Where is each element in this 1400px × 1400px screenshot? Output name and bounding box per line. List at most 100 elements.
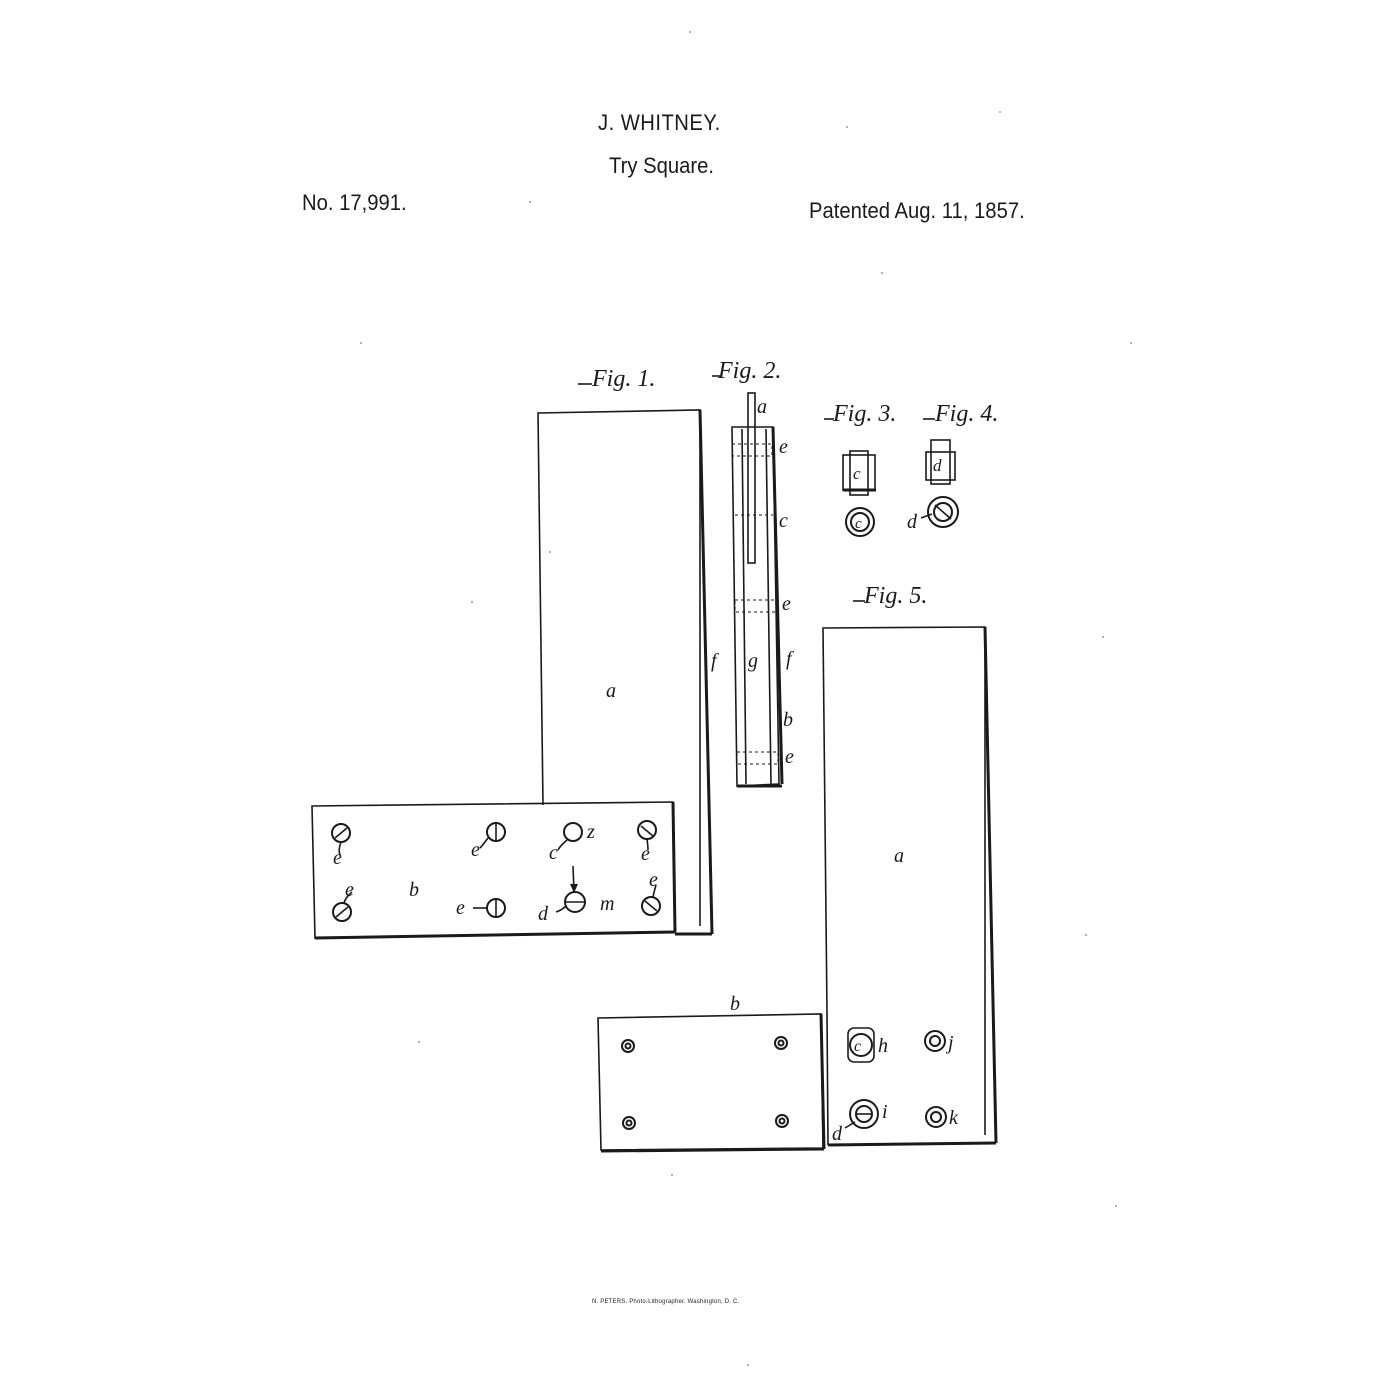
fig1-label-b: b [409,879,419,901]
fig4-screw-side [925,451,956,481]
fig5-label-b: b [730,993,740,1015]
fig1-screw-top-2 [486,822,506,842]
fig3-nut-top-inner [850,512,870,532]
fig5-rivet-2 [774,1036,788,1050]
fig1-leader-e2 [479,837,489,849]
invention-title: Try Square. [609,153,714,178]
fig1-leader-e4 [646,838,649,851]
fig1-leader-e1 [338,841,342,856]
figure-4: Fig. 4. d d [907,401,998,533]
fig2-label-f-right: f [786,648,794,670]
fig5-label-k: k [949,1107,959,1129]
fig5-label-a: a [894,845,904,867]
fig5-screw-i [849,1099,879,1129]
fig1-label-e1: e [333,847,342,869]
fig5-blade-shadow [983,626,998,1144]
fig5-stock-right-edge [819,1013,826,1150]
fig5-leader-d [844,1121,856,1129]
printer-credit: N. PETERS. Photo-Lithographer. Washingto… [592,1299,740,1305]
figure-1: Fig. 1. a b [311,366,714,940]
fig2-label: Fig. 2. [717,358,781,384]
fig1-label-e2: e [471,839,480,861]
fig1-screw-bottom-1 [332,902,352,922]
fig5-stock [597,1013,824,1151]
fig1-leader-d [555,905,567,913]
fig2-case-shadow [771,426,784,785]
fig3-label-c-side: c [853,464,861,483]
fig1-leader-e5 [343,891,353,904]
figure-5: Fig. 5. a b c h j [597,583,998,1153]
fig2-inner-line-2 [765,428,772,785]
fig4-label: Fig. 4. [934,401,998,427]
fig5-label-d: d [832,1123,843,1145]
fig3-label: Fig. 3. [832,401,896,427]
fig1-label-e8: e [649,869,658,891]
fig1-screw-d [564,865,586,913]
fig1-label-z: z [586,821,595,843]
fig1-blade-shadow-edge [698,409,714,935]
figure-2: Fig. 2. a e c e f g f b e [711,358,794,788]
fig1-label-d: d [538,903,549,925]
patent-number: No. 17,991. [302,190,407,215]
fig2-label-a: a [757,396,767,418]
fig1-screw-top-4 [637,820,657,840]
inventor-name: J. WHITNEY. [598,110,721,135]
fig1-label-c: c [549,842,558,864]
fig4-leader-d [920,513,933,519]
fig3-label-c-top: c [855,516,862,532]
fig1-screw-bottom-2 [486,898,506,918]
paper-specks [360,31,1132,1366]
fig3-nut-core [849,450,869,496]
fig2-rivet-bottom [736,751,779,765]
fig5-label: Fig. 5. [863,583,927,609]
fig1-label-e4: e [641,843,650,865]
fig1-label-e5: e [345,879,354,901]
fig5-rivet-k [925,1106,947,1128]
fig5-blade [822,626,986,1135]
fig5-label-i: i [882,1101,888,1123]
fig5-rivet-3 [622,1116,636,1130]
fig5-label-c-nut: c [854,1038,861,1055]
fig1-screw-top-1 [331,823,351,843]
fig5-rivet-j [924,1030,946,1052]
fig2-label-g: g [748,650,758,672]
fig1-blade [537,409,701,926]
fig1-stock-right-edge [671,801,677,933]
fig5-stock-shadow [600,1147,825,1153]
fig1-leader-c [557,839,568,851]
fig5-blade-inner [826,1012,829,1146]
fig4-label-d-top: d [907,511,918,533]
fig5-rivet-4 [775,1114,789,1128]
fig2-case [731,426,780,787]
fig4-label-d-side: d [933,456,942,475]
fig2-rivet-top [731,443,773,457]
fig2-rivet-mid [734,599,777,613]
fig5-nut-h [847,1027,875,1063]
fig1-hole-z [563,822,583,842]
fig2-label-e1: e [779,436,788,458]
fig1-label-e6: e [456,897,465,919]
fig5-rivet-1 [621,1039,635,1053]
fig2-blade-a [747,392,756,564]
fig1-label-a: a [606,680,616,702]
fig1-stock-shadow [314,930,676,940]
fig2-label-f-left: f [711,650,719,672]
fig2-inner-line-1 [741,428,747,785]
fig5-label-h: h [878,1035,888,1057]
figure-3: Fig. 3. c c [824,401,896,537]
fig2-label-e3: e [785,746,794,768]
fig1-label: Fig. 1. [591,366,655,392]
patent-date: Patented Aug. 11, 1857. [809,198,1025,223]
fig1-leader-e8 [652,884,657,898]
fig4-screw-slot [934,504,952,520]
fig2-label-b: b [783,709,793,731]
fig1-screw-bottom-4 [641,896,661,916]
fig4-screw-core [930,439,951,485]
fig1-label-m: m [600,893,614,915]
fig5-blade-bottom [827,1141,997,1147]
fig2-label-e2: e [782,593,791,615]
fig2-label-c: c [779,510,788,532]
fig5-label-j: j [945,1032,954,1054]
